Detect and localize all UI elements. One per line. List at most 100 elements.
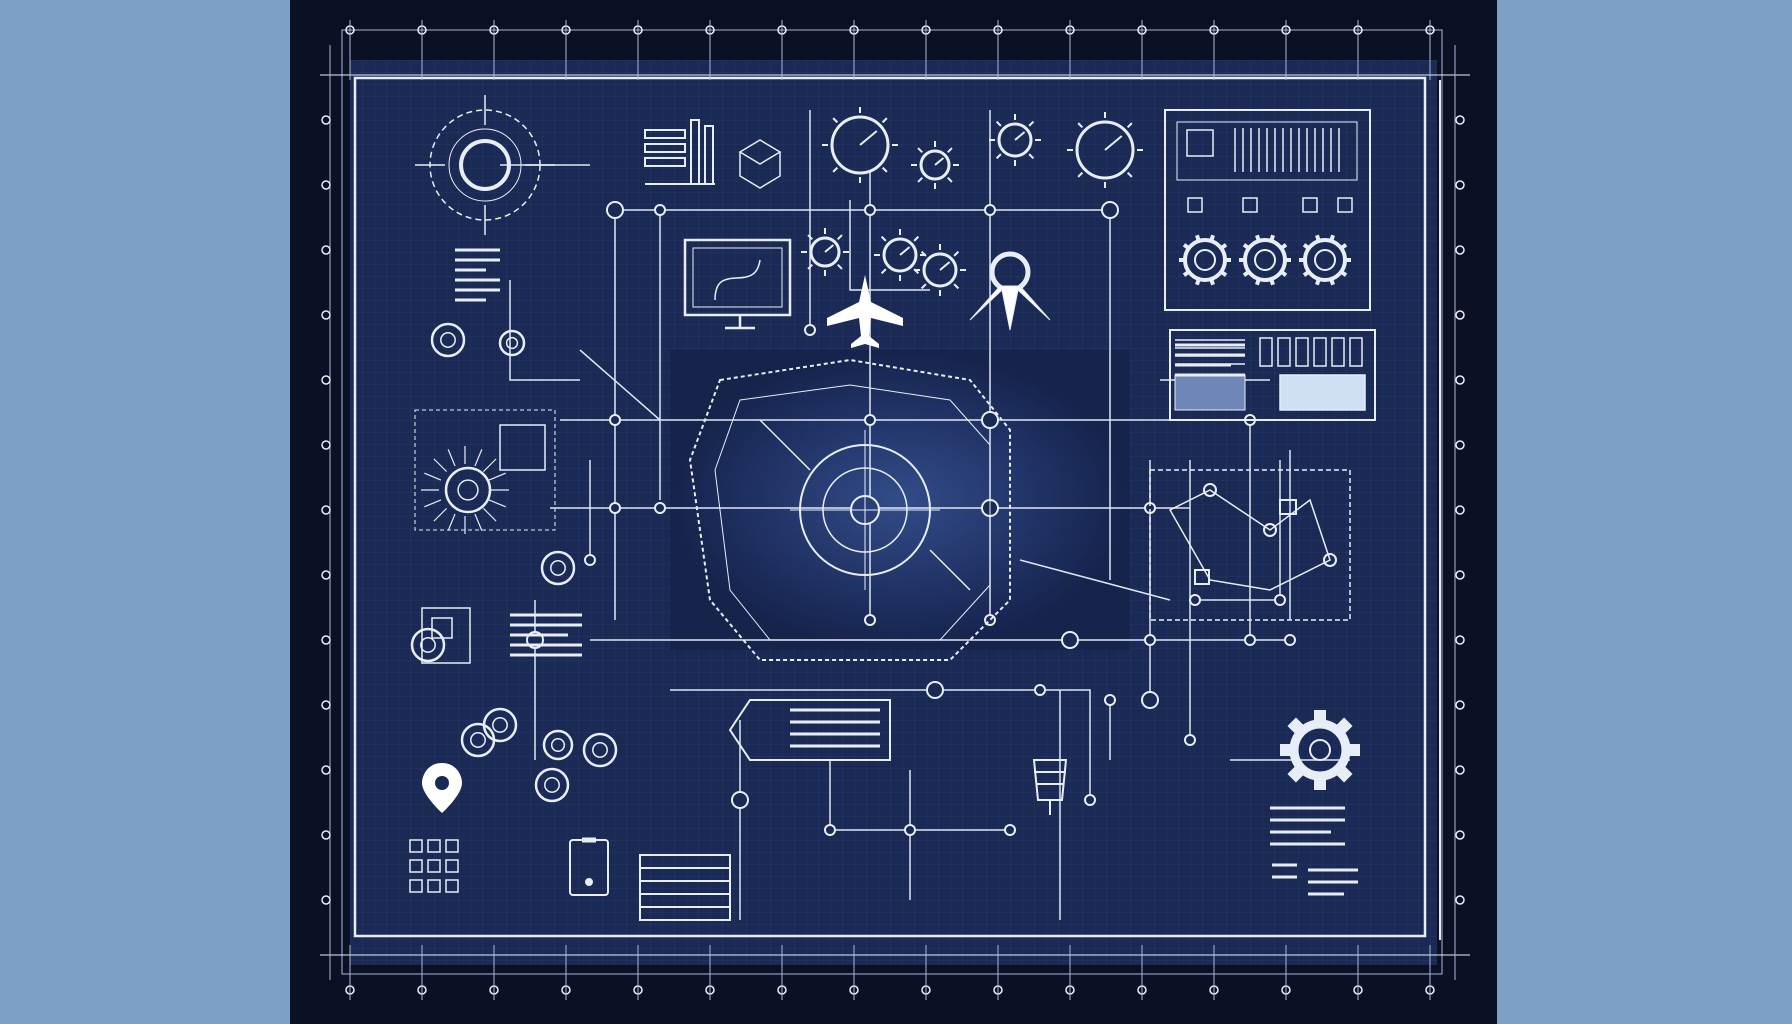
matrix-cell	[445, 839, 459, 853]
sunburst-ray	[474, 513, 483, 531]
ruler-marker	[1455, 895, 1465, 905]
icon-core	[544, 777, 560, 793]
sun-dial-icon	[911, 141, 959, 189]
gear-tooth	[1287, 717, 1306, 736]
gauge-ring	[922, 252, 958, 288]
connector-node	[904, 824, 916, 836]
icon-core	[505, 336, 519, 350]
connector-node	[1144, 634, 1156, 646]
icon-core	[492, 717, 508, 733]
right-side-panel	[1497, 0, 1792, 1024]
connector-node	[654, 204, 666, 216]
gauge-ray	[1077, 171, 1084, 178]
connector-node	[654, 502, 666, 514]
sunburst-icon	[421, 446, 509, 534]
connector-node	[731, 791, 749, 809]
gauge-ray	[807, 234, 813, 240]
ruler-marker	[1455, 180, 1465, 190]
gauge-ray	[920, 250, 927, 257]
connector-node	[584, 554, 596, 566]
matrix-cell	[409, 859, 423, 873]
gauge-needle	[1014, 131, 1026, 141]
sun-dial-icon	[1067, 112, 1143, 188]
icon-ring	[540, 550, 576, 586]
gauge-ray	[917, 177, 923, 183]
gear-icon	[1280, 710, 1360, 790]
gauge-ray	[1126, 171, 1133, 178]
gear-tooth	[1315, 278, 1321, 286]
ruler-marker	[1455, 570, 1465, 580]
gauge-needle	[824, 244, 835, 253]
octagon-inner	[714, 384, 991, 641]
central-assembly	[688, 358, 1011, 661]
connector-node	[609, 414, 621, 426]
ribbon-sign	[728, 699, 891, 761]
panel-switch	[1187, 197, 1203, 213]
gear-tooth	[1287, 764, 1306, 783]
gauge-ring	[1075, 120, 1135, 180]
gear-tooth	[1195, 234, 1201, 242]
ruler-marker	[1455, 115, 1465, 125]
panel-switch	[1302, 197, 1318, 213]
gear-tooth	[1346, 744, 1360, 756]
ruler-marker	[1455, 505, 1465, 515]
panel-switch	[1337, 197, 1353, 213]
connector-node	[606, 201, 624, 219]
keyboard-panel-icon	[1169, 329, 1376, 421]
monitor-icon	[683, 238, 792, 330]
gear-tooth	[1334, 717, 1353, 736]
gear-tooth	[1195, 278, 1201, 286]
icon-core	[440, 332, 456, 348]
sunburst-ray	[447, 449, 456, 467]
ruler-marker	[1455, 375, 1465, 385]
ruler-marker	[321, 310, 331, 320]
ruler-marker	[321, 245, 331, 255]
connector-node	[926, 681, 944, 699]
gauge-ray	[947, 177, 953, 183]
gauge-ray	[832, 166, 839, 173]
gear-tooth	[1302, 243, 1310, 250]
key-cell	[1277, 337, 1291, 367]
gear-tooth	[1314, 776, 1326, 790]
ruler-marker	[321, 700, 331, 710]
gear-tooth	[1280, 744, 1294, 756]
gear-hub	[1314, 249, 1336, 271]
ruler-marker	[321, 830, 331, 840]
sunburst-ray	[488, 472, 506, 481]
gauge-needle	[939, 261, 951, 271]
gauge-ray	[953, 250, 960, 257]
gauge-ring	[830, 115, 890, 175]
ruler-marker	[321, 505, 331, 515]
icon-core	[457, 479, 479, 501]
ruler-marker	[321, 375, 331, 385]
gauge-ray	[920, 283, 927, 290]
gauge-needle	[899, 246, 911, 256]
connector-node	[984, 204, 996, 216]
sun-dial-icon	[801, 228, 849, 276]
cross-icon	[582, 732, 618, 768]
icon-ring	[460, 722, 496, 758]
connector-node	[804, 324, 816, 336]
stair-panel	[639, 854, 731, 921]
gear-tooth	[1269, 234, 1275, 242]
control-panel-top-right	[1164, 109, 1371, 311]
ruler-marker	[1455, 765, 1465, 775]
gauge-ray	[1077, 122, 1084, 129]
cross-icon	[444, 466, 492, 514]
matrix-cell	[427, 839, 441, 853]
sunburst-ray	[424, 499, 442, 508]
key-cell	[1331, 337, 1345, 367]
blueprint-sheet	[290, 0, 1497, 1024]
outer-border	[353, 76, 1427, 938]
gear-tooth	[1314, 710, 1326, 724]
left-icon-cluster	[410, 322, 618, 803]
gear-tooth	[1220, 270, 1228, 277]
blueprint-diagram	[290, 0, 1497, 1024]
cross-icon	[540, 550, 576, 586]
icon-ring	[534, 767, 570, 803]
connector-node	[1004, 824, 1016, 836]
matrix-cell	[445, 879, 459, 893]
gear-tooth	[1220, 243, 1228, 250]
gear-icon	[1299, 234, 1351, 286]
gear-tooth	[1315, 234, 1321, 242]
